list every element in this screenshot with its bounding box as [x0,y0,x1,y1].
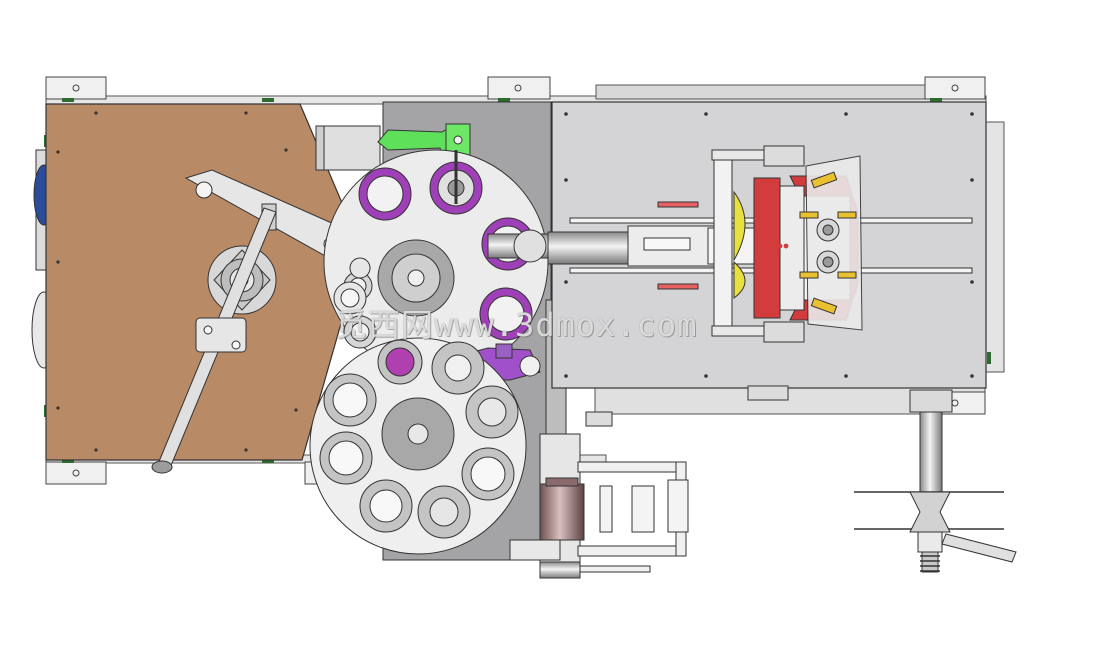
lower-turntable [309,337,527,555]
lower-cups [319,339,519,539]
gripper-holder [799,155,863,331]
link-rod [151,207,277,474]
lower-mechanism [509,385,789,579]
yellow-parts [733,190,746,299]
upper-turntable [323,149,549,375]
right-column [854,389,1017,573]
edge-wheels [333,257,371,315]
slide-frame [711,145,805,343]
centre-pins [771,243,789,249]
wooden-panel [45,103,363,461]
